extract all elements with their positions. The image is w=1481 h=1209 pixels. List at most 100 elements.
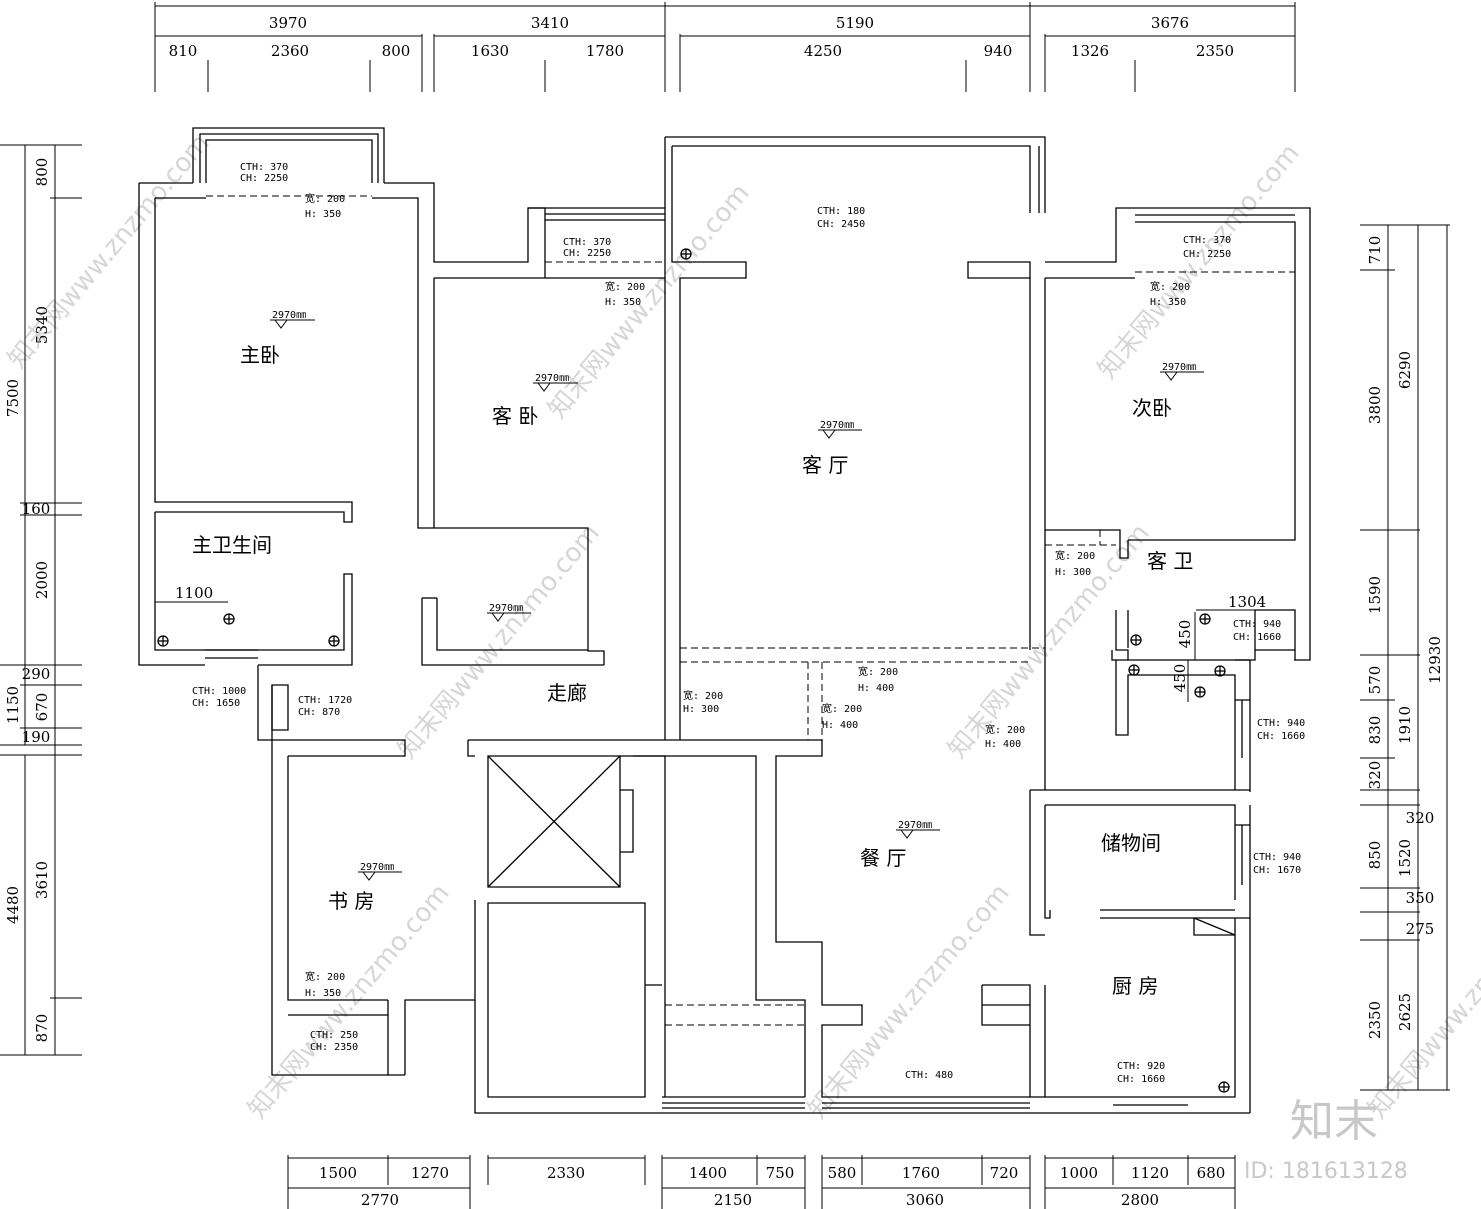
dim-text: 350 <box>1406 889 1435 907</box>
dim-text: 870 <box>33 1014 51 1043</box>
room-labels: 主卧 客 卧 客 厅 次卧 主卫生间 客 卫 走廊 书 房 餐 厅 储物间 厨 … <box>192 343 1193 998</box>
window-note: CTH: 180 <box>817 206 865 217</box>
dim-text: 710 <box>1366 236 1384 265</box>
dim-text: 1500 <box>319 1164 357 1182</box>
height-marker: 2970㎜ <box>533 373 578 392</box>
outlet-icon <box>1218 1081 1230 1093</box>
dim-text: 1400 <box>689 1164 727 1182</box>
window-note: CTH: 370 <box>1183 235 1231 246</box>
beam-note: 宽: 200 <box>305 970 345 983</box>
beam-note: H: 350 <box>1150 297 1186 308</box>
dim-text: 12930 <box>1426 636 1444 684</box>
dim-text: 750 <box>766 1164 795 1182</box>
brand-logo: 知末 <box>1290 1096 1378 1147</box>
beam-note: 宽: 200 <box>1150 280 1190 293</box>
watermark: 知末网www.znzmo.com <box>542 178 755 424</box>
dim-text: 2625 <box>1396 993 1414 1031</box>
dim-text: 320 <box>1406 809 1435 827</box>
outlet-icon <box>328 635 340 647</box>
beam-note: 宽: 200 <box>1055 549 1095 562</box>
window-note: CTH: 920 <box>1117 1061 1165 1072</box>
beam-note: 宽: 200 <box>605 280 645 293</box>
window-note: CH: 2350 <box>310 1042 358 1053</box>
window-note: CTH: 940 <box>1233 619 1281 630</box>
window-note: CTH: 940 <box>1257 718 1305 729</box>
window-note: CH: 1660 <box>1257 731 1305 742</box>
room-label-master-bathroom: 主卫生间 <box>192 533 272 557</box>
beam-note: H: 350 <box>305 988 341 999</box>
dim-text: 940 <box>984 42 1013 60</box>
brand-id: ID: 181613128 <box>1244 1159 1408 1184</box>
dim-text: 1520 <box>1396 839 1414 877</box>
dim-text: 570 <box>1366 666 1384 695</box>
height-marker: 2970㎜ <box>487 603 531 622</box>
dim-text: 800 <box>33 158 51 187</box>
watermark: 知末网www.znzmo.com <box>392 518 605 764</box>
window-note: CH: 2250 <box>563 248 611 259</box>
height-marker: 2970㎜ <box>358 862 402 881</box>
dim-text: 1760 <box>902 1164 940 1182</box>
height-marker: 2970㎜ <box>1160 362 1204 381</box>
dim-text: 2350 <box>1366 1001 1384 1039</box>
dim-text: 1590 <box>1366 576 1384 614</box>
dim-text: 320 <box>1366 761 1384 790</box>
room-label-study: 书 房 <box>328 889 374 913</box>
outlet-icon <box>1194 686 1206 698</box>
dim-text: 1120 <box>1131 1164 1169 1182</box>
window-note: CTH: 940 <box>1253 852 1301 863</box>
window-note: CH: 2450 <box>817 219 865 230</box>
brand-watermark: 知末 ID: 181613128 <box>1244 1096 1408 1184</box>
beam-note: H: 300 <box>683 704 719 715</box>
beam-note: H: 350 <box>605 297 641 308</box>
dim-text: 3610 <box>33 861 51 899</box>
room-label-living-room: 客 厅 <box>802 453 848 477</box>
window-note: CTH: 1000 <box>192 686 246 697</box>
outlet-icons <box>157 248 1230 1093</box>
dim-text: 580 <box>828 1164 857 1182</box>
beam-note: 宽: 200 <box>305 192 345 205</box>
beam-note: 宽: 200 <box>822 702 862 715</box>
dim-text: 160 <box>22 500 51 518</box>
watermark: 知末网www.znzmo.com <box>1092 138 1305 384</box>
height-text: 2970㎜ <box>1162 362 1196 373</box>
dim-text: 1000 <box>1060 1164 1098 1182</box>
dim-text: 5190 <box>836 14 874 32</box>
room-label-corridor: 走廊 <box>547 681 587 705</box>
beam-note: H: 350 <box>305 209 341 220</box>
dim-text: 1780 <box>586 42 624 60</box>
dim-text: 6290 <box>1396 351 1414 389</box>
beam-note: H: 300 <box>1055 567 1091 578</box>
dashed-lines <box>206 195 1295 1026</box>
dim-text: 275 <box>1406 920 1435 938</box>
dim-text: 810 <box>169 42 198 60</box>
height-markers: 2970㎜ 2970㎜ 2970㎜ 2970㎜ 2970㎜ 2970㎜ 2970… <box>270 310 1204 881</box>
dim-text: 1326 <box>1071 42 1109 60</box>
dim-text: 800 <box>382 42 411 60</box>
beam-note: 宽: 200 <box>985 723 1025 736</box>
dim-text: 190 <box>22 728 51 746</box>
outlet-icon <box>1128 664 1140 676</box>
dim-text: 1150 <box>4 686 22 724</box>
height-marker: 2970㎜ <box>896 820 940 839</box>
window-note: CH: 1660 <box>1233 632 1281 643</box>
dim-text: 3800 <box>1366 386 1384 424</box>
dim-text: 1270 <box>411 1164 449 1182</box>
misc-dims: 1100 1304 450 450 <box>154 584 1295 702</box>
window-note: CH: 2250 <box>240 173 288 184</box>
watermark: 知末网www.znzmo.com <box>942 518 1155 764</box>
window-note: CTH: 370 <box>240 162 288 173</box>
dim-text: 4250 <box>804 42 842 60</box>
beam-note: 宽: 200 <box>858 665 898 678</box>
top-dimensions: 3970 3410 5190 3676 810 2360 800 1630 17… <box>154 2 1296 92</box>
room-label-guest-bedroom: 客 卧 <box>492 404 538 428</box>
room-label-storage: 储物间 <box>1101 831 1161 855</box>
dim-text: 720 <box>990 1164 1019 1182</box>
dim-text: 830 <box>1366 716 1384 745</box>
dim-text: 680 <box>1197 1164 1226 1182</box>
beam-note: 宽: 200 <box>683 689 723 702</box>
window-note: CH: 1670 <box>1253 865 1301 876</box>
window-notes: CTH: 370 CH: 2250 CTH: 370 CH: 2250 CTH:… <box>192 162 1305 1085</box>
left-dimensions: 7500 1150 4480 800 5340 160 2000 290 670… <box>0 144 82 1056</box>
dim-text: 450 <box>1176 620 1194 649</box>
